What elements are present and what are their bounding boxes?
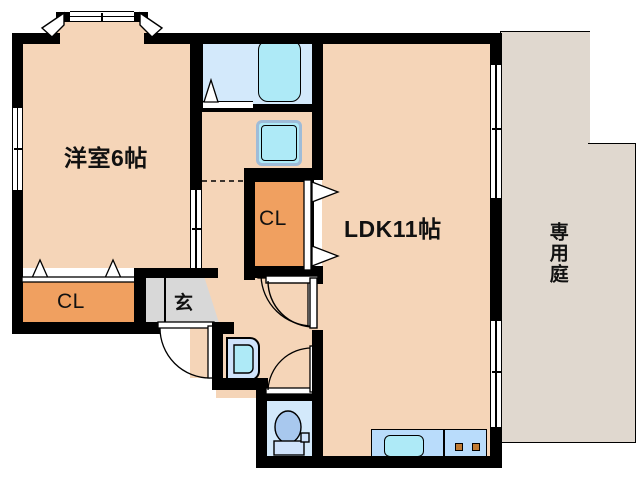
sliding-door-upper-sash-mark [492,128,502,130]
wall-ldk-right-top [490,33,502,65]
wall-washroom-left [190,104,202,118]
bay-window-sash-mark [101,13,103,22]
ldk-label: LDK11帖 [344,216,442,242]
kitchen-counter-divider [443,429,445,463]
entrance-door-swing[interactable] [157,321,215,380]
wall-closet-ldk-bottom [244,266,314,278]
bay-window-side-right [139,11,164,38]
wall-bath-bottom [192,104,323,112]
wall-bath-left [192,33,203,112]
garden-label: 専用庭 [546,222,568,285]
private-garden-area [500,31,590,443]
bedroom-label: 洋室6帖 [64,145,148,171]
stove-burner-right-icon [472,443,480,451]
washbasin-icon [226,337,260,381]
stove-burner-left-icon [455,443,463,451]
genkan-angled-edge [186,270,231,326]
sliding-door-lower-sash-mark [492,371,502,373]
sliding-glass-door-ldk-upper[interactable] [490,65,502,198]
wall-bedroom-bottom [12,322,146,334]
bathtub-basin [258,40,301,102]
garden-seam-patch [586,145,592,441]
wall-closet-ldk-top [244,172,314,182]
closet-bedroom-fill [22,279,134,324]
closet-ldk-label: CL [259,207,287,230]
wall-exterior-left-lower [12,190,23,334]
wall-toilet-right [312,390,323,468]
window-bedroom-left[interactable] [12,108,23,190]
closet-ldk-fill [254,180,304,268]
wall-ldk-left-lower [312,330,323,400]
ldk-floor [322,33,490,463]
wall-toilet-bottom [256,456,324,468]
bedroom-floor [22,33,190,268]
wall-bath-top [192,33,323,44]
genkan-step-divider [164,276,166,324]
wall-genkan-top [134,268,218,278]
window-bay-sash[interactable] [70,11,134,22]
bath-door-sill[interactable] [203,101,253,109]
wall-hall-left-lower [212,322,223,388]
wall-ldk-top [312,33,502,44]
bay-window-side-left [40,11,65,38]
wall-ldk-right-bottom [490,427,502,468]
kitchen-sink-icon [384,435,424,457]
wall-genkan-left [134,268,145,334]
wall-ldk-right-mid [490,198,502,321]
ldk-entry-door-swing[interactable] [265,275,319,330]
wall-closet-ldk-left [244,180,255,280]
wall-toilet-top [256,390,323,401]
wall-toilet-left [256,390,267,468]
private-garden-extension [588,143,636,443]
closet-bedroom-door-leaves[interactable] [21,258,137,284]
closet-bedroom-label: CL [57,290,85,313]
wall-bedroom-top-left [12,33,60,44]
vanity-basin-inner [261,125,297,161]
genkan-label: 玄 [174,293,194,314]
bath-folding-door-leaf[interactable] [196,77,226,106]
sliding-door-bedroom-hall[interactable] [190,190,202,268]
wall-ldk-left-upper [312,33,323,178]
toilet-icon [273,410,310,456]
wall-exterior-left-upper [12,33,23,108]
window-sash-mark [14,148,23,150]
wall-genkan-bottom-left [134,322,160,334]
wall-bedroom-top-right [144,33,202,44]
wall-bedroom-right-mid [190,176,202,190]
sliding-glass-door-ldk-lower[interactable] [490,321,502,427]
sliding-door-sash-mark [192,228,202,230]
closet-ldk-door-leaves[interactable] [303,179,340,271]
wall-ldk-bottom [312,456,502,468]
wall-hall-bottom [212,378,268,390]
wall-ldk-left-mid [312,266,323,284]
